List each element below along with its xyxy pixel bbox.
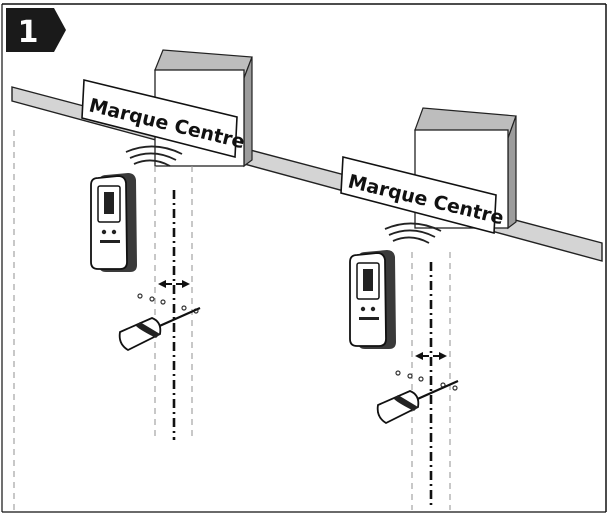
step-badge: 1	[6, 8, 66, 52]
screwdriver-icon	[118, 306, 201, 352]
right-stud-guides	[411, 252, 451, 510]
right-signal-waves	[384, 222, 442, 244]
right-marking-dots	[395, 370, 458, 391]
screwdriver-icon	[376, 379, 459, 425]
arrow-icon	[415, 352, 447, 360]
stud-finder-icon	[90, 173, 137, 272]
step-number: 1	[18, 15, 39, 50]
left-marking-dots	[137, 293, 199, 314]
left-stud-guides	[13, 130, 193, 510]
left-signal-waves	[125, 145, 183, 167]
arrow-icon	[158, 280, 190, 288]
frame	[1, 3, 607, 513]
stud-finder-icon	[349, 250, 396, 349]
